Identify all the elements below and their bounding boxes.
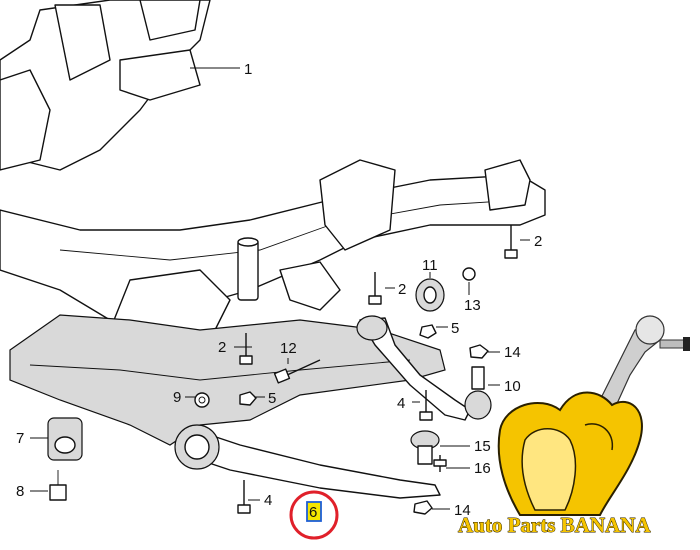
highlighted-callout-label: 6 [309,504,317,521]
control-arm-upper [356,315,471,421]
bolt [419,390,433,421]
callout-label: 16 [474,460,491,477]
callout-label: 2 [218,339,226,356]
callout-label: 2 [398,281,406,298]
bolt [273,359,321,384]
brand-watermark: Auto Parts BANANA [458,513,651,537]
callout-label: 15 [474,438,491,455]
bolt [368,272,382,305]
callout-label: 4 [397,395,405,412]
nut [194,392,210,408]
callout-label: 7 [16,430,24,447]
nut [419,324,437,339]
callout-label: 5 [268,390,276,407]
callout-label: 13 [464,297,481,314]
bushing [415,278,445,312]
callout-label: 2 [534,233,542,250]
highlighted-part-marker: 6 [289,490,339,540]
callout-label: 5 [451,320,459,337]
bolt [433,455,447,472]
callout-label: 10 [504,378,521,395]
joint [410,430,440,465]
callout-label: 8 [16,483,24,500]
bolt [237,480,251,514]
bolt [504,225,518,259]
bolt [49,470,67,501]
washer [462,267,476,281]
callout-label: 9 [173,389,181,406]
callout-labels: 1 2 2 2 4 4 5 5 7 8 9 10 11 12 13 14 14 … [16,61,542,519]
highlight-circle [289,490,339,540]
callout-label: 4 [264,492,272,509]
leader-lines [30,67,530,510]
bolt [239,333,253,365]
nut [469,344,489,359]
callout-label: 12 [280,340,297,357]
callout-label: 11 [422,257,438,274]
banana-logo [497,315,690,516]
control-arm-lower [174,424,441,499]
nut [239,391,257,406]
axle-carrier [0,0,546,356]
callout-label: 14 [504,344,521,361]
callout-label: 14 [454,502,471,519]
rubber-mount [47,417,83,461]
callout-label: 1 [244,61,252,78]
nut [413,500,433,515]
highlight-box [306,501,322,522]
ball-joint [464,366,492,420]
